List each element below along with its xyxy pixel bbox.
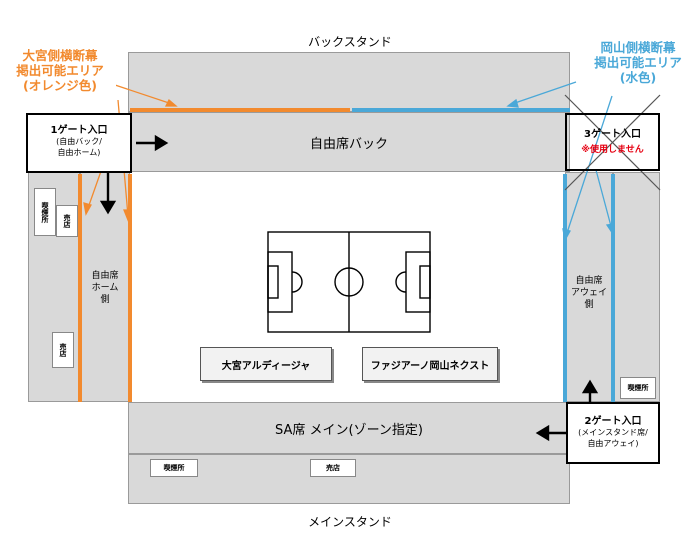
gate-1-sub2: 自由ホーム) bbox=[57, 148, 101, 157]
smoking-area-right: 喫煙所 bbox=[620, 377, 656, 399]
away-free-line1: 自由席 bbox=[575, 276, 603, 286]
omiya-note-line2: 掲出可能エリア bbox=[16, 63, 104, 78]
home-free-line2: ホーム bbox=[91, 283, 119, 293]
smoking-area-left: 喫煙所 bbox=[34, 188, 56, 236]
gate-3-entrance: 3ゲート入口 ※使用しません bbox=[565, 113, 660, 171]
main-stand-area bbox=[128, 454, 570, 504]
okayama-note-line2: 掲出可能エリア bbox=[594, 55, 682, 70]
omiya-note-line1: 大宮側横断幕 bbox=[22, 48, 98, 63]
main-sa-label: SA席 メイン(ゾーン指定) bbox=[274, 422, 423, 438]
gate-3-title: 3ゲート入口 bbox=[584, 129, 641, 140]
smoking-area-bottom: 喫煙所 bbox=[150, 459, 198, 477]
shop-left-top: 売店 bbox=[56, 205, 78, 237]
back-free-label: 自由席バック bbox=[309, 136, 388, 152]
home-free-line3: 側 bbox=[100, 295, 110, 305]
away-free-line3: 側 bbox=[584, 300, 594, 310]
gate-1-entrance: 1ゲート入口 (自由バック/ 自由ホーム) bbox=[26, 113, 132, 173]
gate-arrows bbox=[99, 134, 599, 442]
pitch bbox=[267, 231, 431, 333]
gate3-cross bbox=[564, 94, 661, 191]
gate-2-sub2: 自由アウェイ) bbox=[587, 439, 639, 448]
okayama-pointer-lines bbox=[506, 81, 615, 242]
gate-2-sub1: (メインスタンド席/ bbox=[578, 428, 648, 437]
home-team-box: 大宮アルディージャ bbox=[200, 347, 332, 381]
away-team-box: ファジアーノ岡山ネクスト bbox=[362, 347, 498, 381]
gate-2-title: 2ゲート入口 bbox=[584, 416, 642, 427]
home-free-line1: 自由席 bbox=[91, 271, 119, 281]
home-team-name: 大宮アルディージャ bbox=[221, 360, 311, 372]
okayama-banner-zone bbox=[352, 108, 615, 402]
away-free-label: 自由席アウェイ側 bbox=[565, 275, 613, 311]
okayama-note-line1: 岡山側横断幕 bbox=[600, 40, 676, 55]
gate-2-entrance: 2ゲート入口 (メインスタンド席/ 自由アウェイ) bbox=[566, 402, 660, 464]
gate-3-note: ※使用しません bbox=[581, 145, 644, 155]
omiya-banner-note: 大宮側横断幕 掲出可能エリア (オレンジ色) bbox=[4, 48, 116, 93]
gate-1-title: 1ゲート入口 bbox=[50, 125, 108, 136]
back-stand-label: バックスタンド bbox=[308, 35, 392, 49]
main-sa-seating: SA席 メイン(ゾーン指定) bbox=[128, 402, 570, 454]
okayama-note-line3: (水色) bbox=[619, 70, 657, 85]
gate-1-sub1: (自由バック/ bbox=[56, 137, 102, 146]
back-free-seating: 自由席バック bbox=[128, 112, 570, 172]
home-free-label: 自由席ホーム側 bbox=[80, 270, 130, 306]
main-stand-label: メインスタンド bbox=[308, 515, 392, 529]
away-free-line2: アウェイ bbox=[570, 288, 607, 298]
shop-bottom: 売店 bbox=[310, 459, 356, 477]
shop-left-bottom: 売店 bbox=[52, 332, 74, 368]
okayama-banner-note: 岡山側横断幕 掲出可能エリア (水色) bbox=[580, 40, 696, 85]
away-team-name: ファジアーノ岡山ネクスト bbox=[370, 360, 490, 372]
omiya-note-line3: (オレンジ色) bbox=[23, 78, 97, 93]
